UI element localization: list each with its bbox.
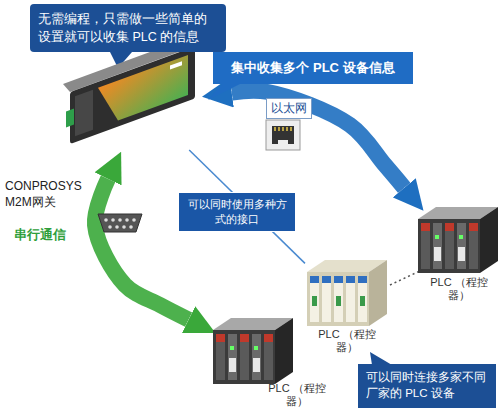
serial-pin bbox=[111, 218, 115, 222]
serial-arrow bbox=[95, 179, 189, 320]
plc-unit: PLC （程控器） bbox=[420, 200, 498, 305]
serial-pin bbox=[125, 218, 129, 222]
serial-pin bbox=[132, 218, 136, 222]
device-name: PLC （程控器） bbox=[317, 328, 377, 354]
callout-tail bbox=[208, 84, 240, 100]
callout-banner: 集中收集多个 PLC 设备信息 bbox=[213, 52, 413, 84]
gateway-body bbox=[70, 47, 195, 144]
daisy-chain-wire bbox=[390, 271, 420, 285]
interface-box: 可以同时使用多种方式的接口 bbox=[178, 192, 296, 232]
gateway-port-panel bbox=[75, 90, 93, 137]
ethernet-jack bbox=[266, 120, 300, 150]
plc-device bbox=[418, 207, 498, 273]
connection-label: 以太网 bbox=[266, 98, 312, 119]
plc-unit: PLC （程控器） bbox=[305, 255, 390, 355]
ethernet-pins bbox=[275, 127, 291, 131]
serial-pin bbox=[108, 225, 112, 229]
ethernet-arrow bbox=[232, 91, 405, 188]
plc-unit: PLC （程控器） bbox=[212, 312, 327, 410]
gateway-terminal bbox=[66, 109, 74, 128]
serial-pin bbox=[129, 225, 133, 229]
callout-bubble: 可以同时连接多家不同厂家的 PLC 设备 bbox=[358, 364, 496, 408]
plc-device bbox=[213, 318, 293, 384]
callout-text: 无需编程，只需做一些简单的设置就可以收集 PLC 的信息 bbox=[38, 10, 218, 46]
callout-text: 可以同时连接多家不同厂家的 PLC 设备 bbox=[366, 369, 488, 401]
ethernet-icon bbox=[266, 120, 300, 150]
gateway-panel bbox=[98, 55, 188, 128]
ethernet-port bbox=[272, 126, 294, 144]
serial-pin bbox=[118, 218, 122, 222]
callout-bubble: 无需编程，只需做一些简单的设置就可以收集 PLC 的信息 bbox=[30, 4, 226, 52]
device-name: PLC （程控器） bbox=[267, 382, 327, 408]
gateway-device bbox=[66, 47, 195, 146]
device-name: CONPROSYS M2M网关 bbox=[5, 178, 85, 210]
connection-label: 串行通信 bbox=[14, 226, 66, 244]
serial-connector bbox=[98, 214, 142, 232]
box-text: 可以同时使用多种方式的接口 bbox=[185, 197, 289, 228]
gateway-led bbox=[170, 61, 182, 69]
callout-text: 集中收集多个 PLC 设备信息 bbox=[213, 52, 413, 84]
gateway-device: CONPROSYS M2M网关 bbox=[62, 38, 202, 150]
device-name: PLC （程控器） bbox=[429, 276, 489, 302]
serial-pin bbox=[115, 225, 119, 229]
serial-icon bbox=[98, 214, 142, 232]
ethernet-latch bbox=[278, 140, 288, 144]
plc-device bbox=[307, 260, 387, 326]
serial-pin bbox=[104, 218, 108, 222]
serial-pin bbox=[122, 225, 126, 229]
